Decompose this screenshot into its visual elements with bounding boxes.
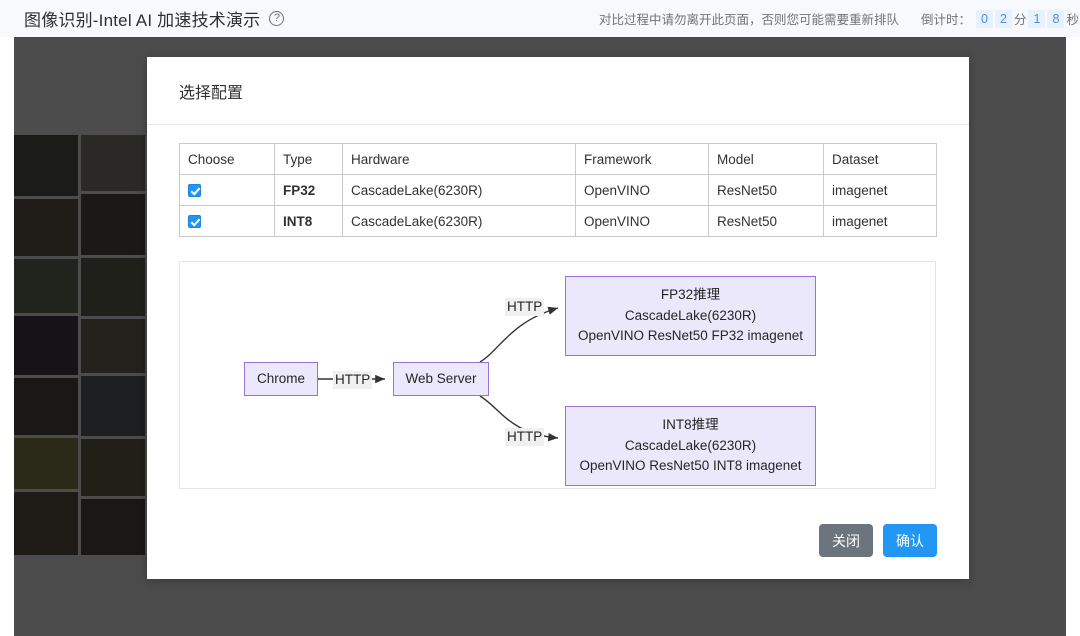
column-header-dataset: Dataset xyxy=(823,143,937,175)
cell-model: ResNet50 xyxy=(708,205,824,237)
node-web-server-label: Web Server xyxy=(405,370,477,386)
edge-label-server-int8: HTTP xyxy=(505,428,545,446)
column-header-framework: Framework xyxy=(575,143,709,175)
node-chrome-label: Chrome xyxy=(256,370,305,386)
countdown-minute-unit: 分 xyxy=(1013,13,1027,27)
node-fp32-inference: FP32推理 CascadeLake(6230R) OpenVINO ResNe… xyxy=(565,276,816,356)
dialog-body: Choose Type Hardware Framework Model Dat… xyxy=(147,125,969,489)
edge-server-fp32 xyxy=(479,306,559,363)
cell-hardware: CascadeLake(6230R) xyxy=(342,174,576,206)
cell-dataset: imagenet xyxy=(823,205,937,237)
node-fp32-line1: FP32推理 xyxy=(660,286,721,302)
cell-framework: OpenVINO xyxy=(575,174,709,206)
countdown-minute-ones: 2 xyxy=(994,9,1012,28)
table-row: FP32 CascadeLake(6230R) OpenVINO ResNet5… xyxy=(179,174,937,206)
select-configuration-dialog: 选择配置 Choose Type Hardware Framework Mode… xyxy=(147,57,969,579)
table-row: INT8 CascadeLake(6230R) OpenVINO ResNet5… xyxy=(179,205,937,237)
node-chrome: Chrome xyxy=(244,362,318,396)
node-int8-line1: INT8推理 xyxy=(662,416,719,432)
question-circle-icon[interactable]: ? xyxy=(269,11,285,26)
node-fp32-line3: OpenVINO ResNet50 FP32 imagenet xyxy=(577,328,804,344)
column-header-model: Model xyxy=(708,143,824,175)
countdown-second-unit: 秒 xyxy=(1066,13,1079,27)
cell-model: ResNet50 xyxy=(708,174,824,206)
node-fp32-line2: CascadeLake(6230R) xyxy=(624,307,757,323)
row-checkbox-int8[interactable] xyxy=(188,215,201,229)
cell-type: INT8 xyxy=(274,205,343,237)
node-int8-line2: CascadeLake(6230R) xyxy=(624,437,757,453)
column-header-choose: Choose xyxy=(179,143,275,175)
node-int8-line3: OpenVINO ResNet50 INT8 imagenet xyxy=(579,458,802,474)
close-button[interactable]: 关闭 xyxy=(819,524,873,557)
header-status-area: 对比过程中请勿离开此页面，否则您可能需要重新排队 倒计时： 0 2 分 1 8 … xyxy=(599,0,1080,37)
row-checkbox-fp32[interactable] xyxy=(188,184,201,198)
page-title: 图像识别-Intel AI 加速技术演示 xyxy=(24,11,261,30)
row-checkbox-cell[interactable] xyxy=(179,174,275,206)
cell-framework: OpenVINO xyxy=(575,205,709,237)
column-header-hardware: Hardware xyxy=(342,143,576,175)
countdown-second-tens: 1 xyxy=(1028,9,1046,28)
dialog-footer: 关闭 确认 xyxy=(147,524,969,579)
countdown-second-ones: 8 xyxy=(1047,9,1065,28)
countdown-minute-tens: 0 xyxy=(975,9,993,28)
configuration-table: Choose Type Hardware Framework Model Dat… xyxy=(179,143,937,237)
column-header-type: Type xyxy=(274,143,343,175)
architecture-diagram: Chrome Web Server FP32推理 CascadeLake(623… xyxy=(179,261,936,489)
table-header-row: Choose Type Hardware Framework Model Dat… xyxy=(179,143,937,175)
node-web-server: Web Server xyxy=(393,362,489,396)
confirm-button[interactable]: 确认 xyxy=(883,524,937,557)
cell-type: FP32 xyxy=(274,174,343,206)
row-checkbox-cell[interactable] xyxy=(179,205,275,237)
cell-hardware: CascadeLake(6230R) xyxy=(342,205,576,237)
edge-label-client-server: HTTP xyxy=(333,371,373,389)
cell-dataset: imagenet xyxy=(823,174,937,206)
app-header: 图像识别-Intel AI 加速技术演示 ? 对比过程中请勿离开此页面，否则您可… xyxy=(0,0,1080,37)
countdown-label: 倒计时： xyxy=(920,13,971,27)
edge-server-int8 xyxy=(479,395,559,442)
edge-label-server-fp32: HTTP xyxy=(505,298,545,316)
dialog-title: 选择配置 xyxy=(179,84,244,102)
node-int8-inference: INT8推理 CascadeLake(6230R) OpenVINO ResNe… xyxy=(565,406,816,486)
dialog-header: 选择配置 xyxy=(147,57,969,125)
queue-warning-text: 对比过程中请勿离开此页面，否则您可能需要重新排队 xyxy=(598,13,899,27)
